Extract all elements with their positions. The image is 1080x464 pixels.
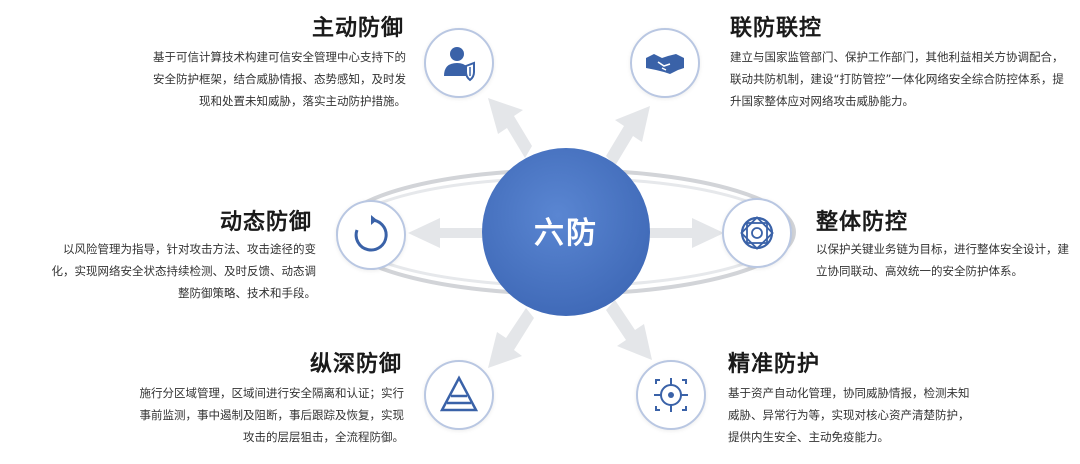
layered-pyramid-icon <box>439 375 479 412</box>
refresh-circle-icon <box>354 215 388 252</box>
arrow-bottom-left <box>488 308 534 368</box>
node-icon-depth-defense <box>424 360 494 430</box>
node-title-dynamic-defense: 动态防御 <box>220 210 313 235</box>
node-desc-proactive-defense: 基于可信计算技术构建可信安全管理中心支持下的安全防护框架，结合威胁情报、态势感知… <box>153 50 406 108</box>
node-icon-overall-control <box>722 198 792 268</box>
arrow-bottom-right <box>606 300 652 360</box>
arrow-top-left <box>488 98 532 158</box>
node-title-depth-defense: 纵深防御 <box>310 352 403 377</box>
node-desc-joint-defense: 建立与国家监管部门、保护工作部门，其他利益相关方协调配合，联动共防机制，建设“打… <box>730 50 1064 108</box>
center-circle <box>482 148 650 316</box>
node-title-proactive-defense: 主动防御 <box>312 16 405 41</box>
node-desc-overall-control: 以保护关键业务链为目标，进行整体安全设计，建立协同联动、高效统一的安全防护体系。 <box>816 242 1069 278</box>
target-crosshair-icon <box>654 378 688 412</box>
node-desc-dynamic-defense: 以风险管理为指导，针对攻击方法、攻击途径的变化，实现网络安全状态持续检测、及时反… <box>51 242 317 300</box>
node-title-precise-protection: 精准防护 <box>728 352 821 377</box>
user-shield-icon <box>444 47 475 82</box>
node-desc-precise-protection: 基于资产自动化管理，协同威胁情报，检测未知威胁、异常行为等，实现对核心资产清楚防… <box>728 386 970 444</box>
node-icon-proactive-defense <box>424 28 494 98</box>
arrow-top-right <box>606 106 650 166</box>
node-desc-depth-defense: 施行分区域管理，区域间进行安全隔离和认证；实行事前监测，事中遏制及阻断，事后跟踪… <box>139 386 405 444</box>
network-globe-icon <box>740 216 774 250</box>
node-icon-precise-protection <box>636 360 706 430</box>
center-label: 六防 <box>534 216 598 251</box>
node-icon-joint-defense <box>630 28 700 98</box>
handshake-icon <box>646 54 684 74</box>
node-icon-dynamic-defense <box>336 200 406 270</box>
arrow-right <box>644 218 724 248</box>
node-title-overall-control: 整体防控 <box>816 210 909 235</box>
arrow-left <box>408 218 488 248</box>
node-title-joint-defense: 联防联控 <box>730 16 823 41</box>
